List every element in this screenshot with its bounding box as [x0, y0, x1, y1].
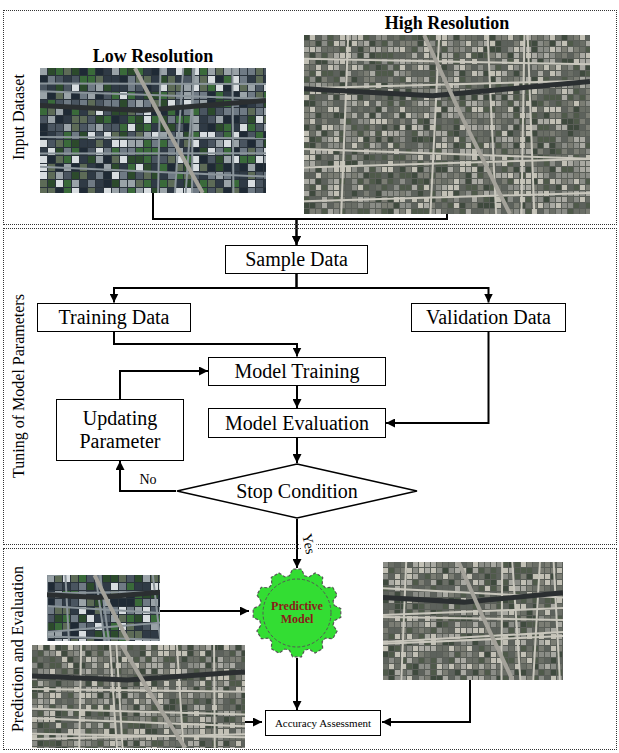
model-label: Predictive Model	[265, 600, 329, 626]
flow-arrow	[296, 658, 298, 710]
section-label: Prediction and Evaluation	[8, 553, 28, 745]
section-band: Tuning of Model Parameters Sample DataTra…	[3, 228, 617, 545]
process-box: Updating Parameter	[56, 399, 184, 461]
model-gear: Predictive Model	[252, 568, 342, 658]
flow-arrow	[296, 519, 298, 568]
flow-arrow	[296, 438, 298, 463]
section-band: Prediction and Evaluation Predictive Mode…	[3, 548, 617, 750]
box-text: Validation Data	[426, 306, 551, 329]
flow-arrow	[114, 332, 297, 357]
data-box: Training Data	[37, 303, 191, 332]
flow-arrow	[297, 274, 489, 303]
flow-arrow	[153, 193, 297, 245]
satellite-image	[383, 562, 563, 681]
image-heading: High Resolution	[385, 13, 510, 34]
decision-diamond: Stop Condition	[176, 463, 418, 519]
flow-arrow	[114, 274, 297, 303]
box-text: Model Evaluation	[225, 412, 369, 435]
edge-label: Yes	[298, 530, 319, 557]
process-box: Accuracy Assessment	[265, 710, 381, 736]
section-label: Input Dataset	[8, 15, 28, 220]
box-text: Model Training	[234, 360, 359, 383]
satellite-image: High Resolution	[304, 35, 590, 214]
box-text: Accuracy Assessment	[275, 717, 371, 730]
satellite-image	[304, 35, 590, 214]
section-label: Tuning of Model Parameters	[8, 233, 28, 540]
box-text: Training Data	[59, 306, 170, 329]
decision-text: Stop Condition	[236, 480, 358, 503]
satellite-image	[47, 567, 166, 646]
flow-arrow	[245, 721, 262, 723]
flow-arrow	[297, 214, 448, 245]
process-box: Sample Data	[225, 245, 368, 274]
image-heading: Low Resolution	[93, 46, 214, 67]
data-box: Validation Data	[411, 303, 566, 332]
satellite-image	[40, 68, 266, 193]
flow-arrow	[386, 332, 489, 424]
process-box: Model Training	[208, 357, 386, 386]
section-band: Input Dataset Low Resolution High Resoluti…	[3, 10, 617, 225]
box-text: Updating Parameter	[57, 407, 183, 453]
flow-arrow	[296, 386, 298, 409]
flow-arrow	[120, 371, 208, 399]
flow-arrow	[160, 610, 249, 612]
flow-arrow	[382, 680, 470, 722]
edge-label: No	[137, 472, 158, 488]
flow-arrow	[120, 461, 176, 491]
box-text: Sample Data	[245, 248, 348, 271]
process-box: Model Evaluation	[208, 408, 386, 438]
satellite-image	[32, 645, 247, 752]
satellite-image: Low Resolution	[40, 68, 266, 193]
